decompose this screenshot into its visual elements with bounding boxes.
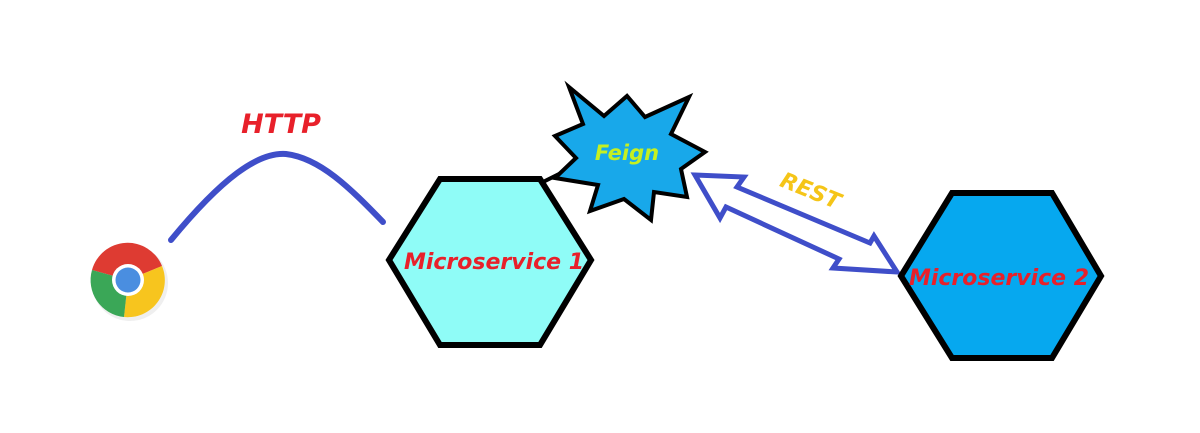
feign-label: Feign bbox=[595, 141, 659, 165]
rest-double-arrow bbox=[690, 172, 902, 275]
microservice-1-label: Microservice 1 bbox=[404, 250, 584, 275]
microservice-2-label: Microservice 2 bbox=[909, 266, 1089, 291]
http-connection-curve bbox=[168, 150, 386, 243]
microservice-2-hexagon bbox=[897, 190, 1105, 361]
http-label: HTTP bbox=[241, 109, 321, 140]
chrome-browser-icon bbox=[90, 242, 168, 321]
feign-starburst bbox=[550, 80, 709, 224]
microservice-1-hexagon bbox=[385, 176, 595, 348]
